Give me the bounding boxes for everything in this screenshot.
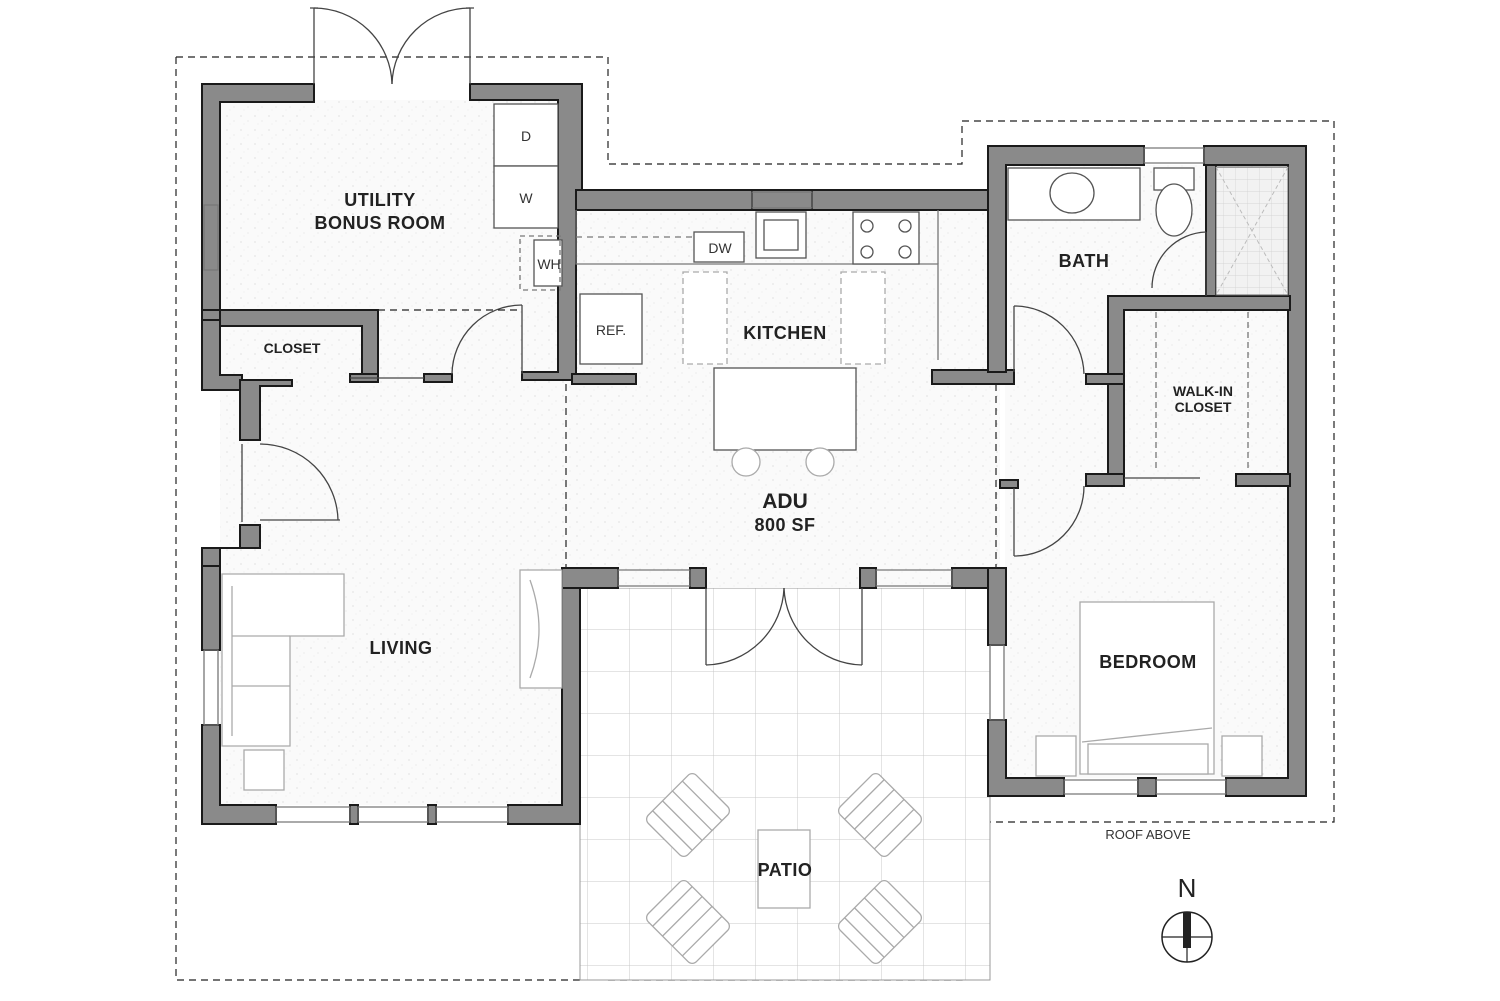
appliance-refrigerator: REF. [596,322,626,338]
bath-fixtures [1007,166,1289,296]
area-separators [378,309,997,568]
patio-paving [579,587,991,981]
patio-furniture [645,772,923,965]
room-label-bonus: BONUS ROOM [315,213,446,233]
closet-rods [1155,312,1249,472]
unit-area: 800 SF [754,515,815,535]
room-label-closet: CLOSET [264,340,321,356]
doors [241,7,1207,666]
unit-name: ADU [762,490,808,513]
room-label-walkin-closet: CLOSET [1175,399,1232,415]
windows [203,147,1227,823]
room-label-patio: PATIO [758,860,813,880]
appliance-water-heater: WH [537,256,560,272]
roof-outline [175,56,1335,981]
living-furniture [221,569,563,791]
bedroom-furniture [1035,601,1263,777]
appliance-dryer: D [521,128,531,144]
kitchen-counters [575,210,939,477]
room-label-kitchen: KITCHEN [743,323,827,343]
roof-note: ROOF ABOVE [1105,827,1191,842]
room-label-bath: BATH [1059,251,1110,271]
compass-north-label: N [1178,873,1197,903]
room-label-bedroom: BEDROOM [1099,652,1197,672]
room-label-utility: UTILITY [344,190,416,210]
appliance-washer: W [519,190,533,206]
appliance-dishwasher: DW [708,240,732,256]
room-label-living: LIVING [369,638,432,658]
room-label-walkin: WALK-IN [1173,383,1233,399]
laundry [493,103,563,291]
north-arrow-icon [1161,911,1213,963]
